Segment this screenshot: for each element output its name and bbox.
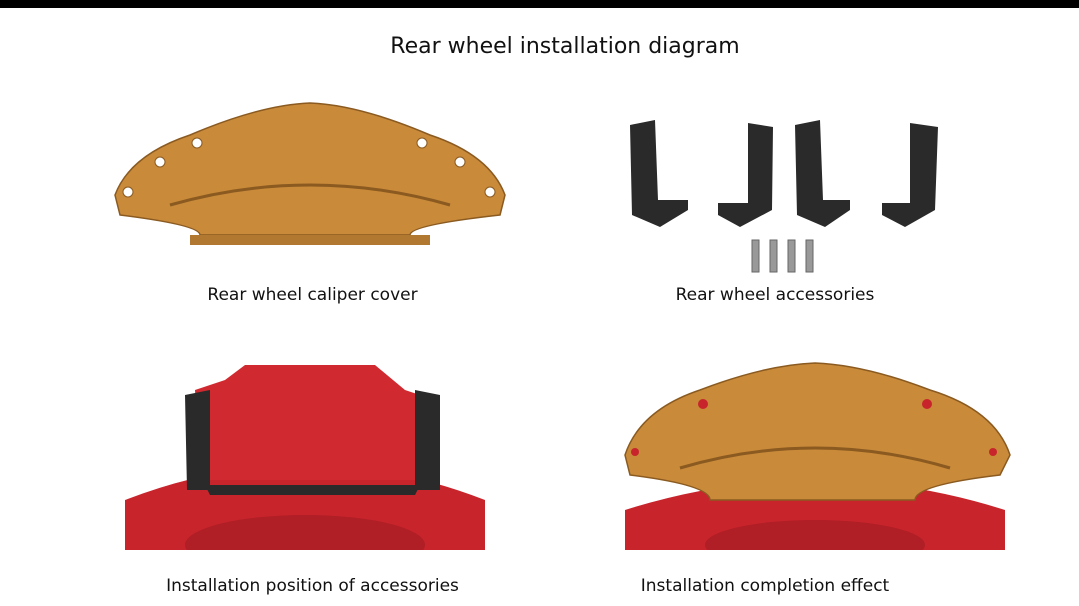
caption-accessories: Rear wheel accessories — [675, 285, 875, 305]
caliper-cover-image — [114, 102, 506, 245]
diagram-title: Rear wheel installation diagram — [390, 34, 740, 59]
accessories-image — [630, 120, 938, 273]
caption-installation-completion: Installation completion effect — [640, 576, 890, 596]
caption-caliper-cover: Rear wheel caliper cover — [207, 285, 418, 305]
installation-position-image — [125, 365, 485, 550]
caption-installation-position: Installation position of accessories — [166, 576, 459, 596]
top-bar — [0, 0, 1079, 8]
installation-completion-image — [624, 362, 1011, 550]
